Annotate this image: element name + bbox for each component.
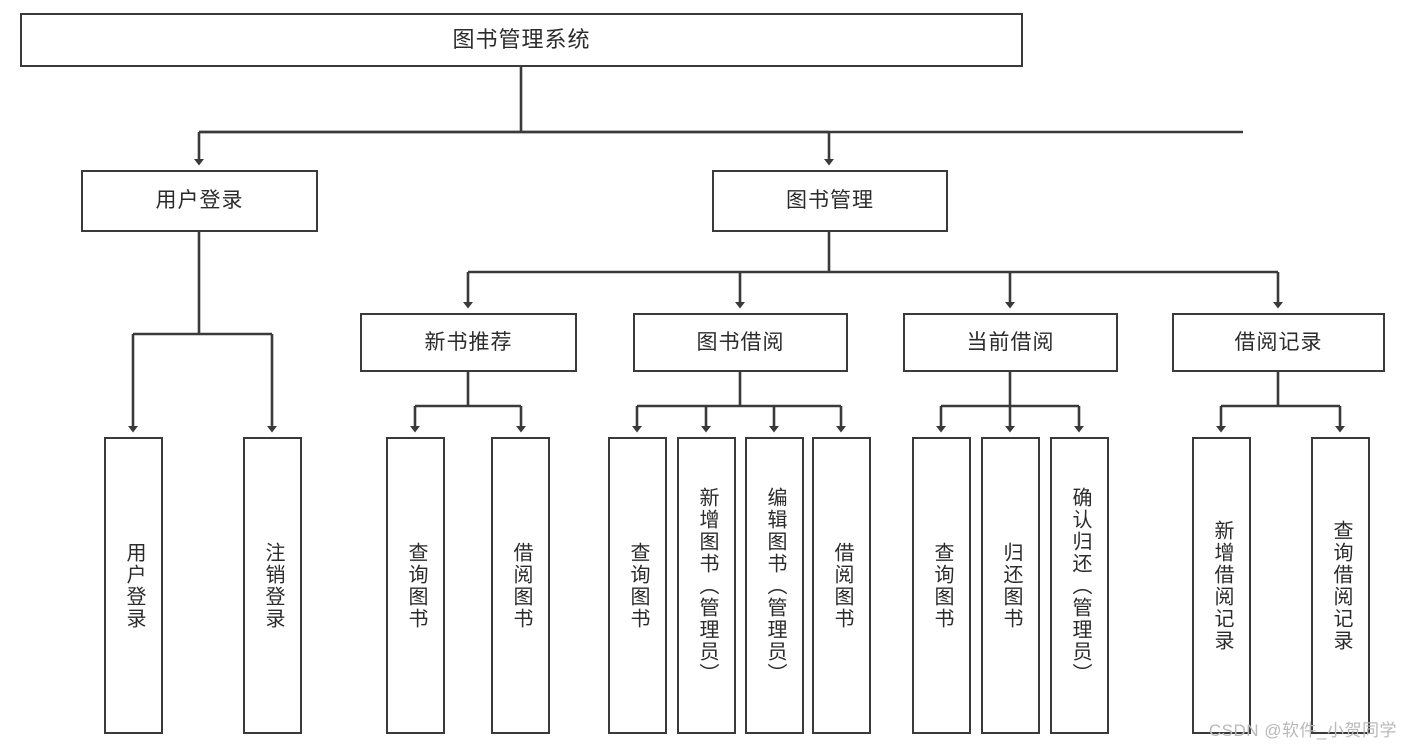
node-new-book-recommend[interactable]: 新书推荐 [360, 313, 577, 372]
leaf-current-confirm-return[interactable]: 确认归还（管理员） [1050, 437, 1109, 734]
node-label: 注销登录 [262, 541, 284, 630]
node-book-borrow[interactable]: 图书借阅 [633, 313, 848, 372]
watermark: CSDN @软件_小贺同学 [1208, 721, 1397, 740]
node-label: 借阅图书 [831, 541, 853, 630]
leaf-borrow-edit-book[interactable]: 编辑图书（管理员） [745, 437, 804, 734]
node-label: 图书管理 [786, 189, 874, 213]
leaf-borrow-add-book[interactable]: 新增图书（管理员） [677, 437, 736, 734]
node-label: 编辑图书（管理员） [764, 486, 786, 685]
node-label: 当前借阅 [966, 330, 1055, 354]
leaf-user-login-signout[interactable]: 注销登录 [243, 437, 302, 734]
node-label: 图书管理系统 [452, 26, 591, 52]
leaf-borrow-borrow-book[interactable]: 借阅图书 [812, 437, 871, 734]
node-label: 用户登录 [155, 189, 244, 213]
node-label: 图书借阅 [696, 330, 785, 354]
leaf-current-query-book[interactable]: 查询图书 [912, 437, 971, 734]
leaf-new-book-query[interactable]: 查询图书 [386, 437, 445, 734]
node-label: 新书推荐 [424, 330, 513, 354]
node-label: 查询图书 [627, 541, 649, 630]
node-label: 归还图书 [1000, 541, 1022, 630]
leaf-record-query[interactable]: 查询借阅记录 [1311, 437, 1370, 734]
leaf-borrow-query-book[interactable]: 查询图书 [608, 437, 667, 734]
node-book-management[interactable]: 图书管理 [712, 170, 948, 232]
node-label: 确认归还（管理员） [1069, 486, 1091, 685]
node-current-borrow[interactable]: 当前借阅 [903, 313, 1118, 372]
node-label: 用户登录 [123, 541, 145, 630]
node-label: 新增借阅记录 [1211, 519, 1233, 652]
node-user-login[interactable]: 用户登录 [81, 170, 318, 232]
node-borrow-record[interactable]: 借阅记录 [1172, 313, 1385, 372]
node-label: 查询图书 [405, 541, 427, 630]
leaf-current-return-book[interactable]: 归还图书 [981, 437, 1040, 734]
node-label: 借阅图书 [510, 541, 532, 630]
node-root-system[interactable]: 图书管理系统 [20, 13, 1023, 67]
leaf-user-login-signin[interactable]: 用户登录 [104, 437, 163, 734]
leaf-new-book-borrow[interactable]: 借阅图书 [491, 437, 550, 734]
node-label: 查询图书 [931, 541, 953, 630]
leaf-record-add[interactable]: 新增借阅记录 [1192, 437, 1251, 734]
node-label: 新增图书（管理员） [696, 486, 718, 685]
node-label: 查询借阅记录 [1330, 519, 1352, 652]
node-label: 借阅记录 [1234, 330, 1323, 354]
